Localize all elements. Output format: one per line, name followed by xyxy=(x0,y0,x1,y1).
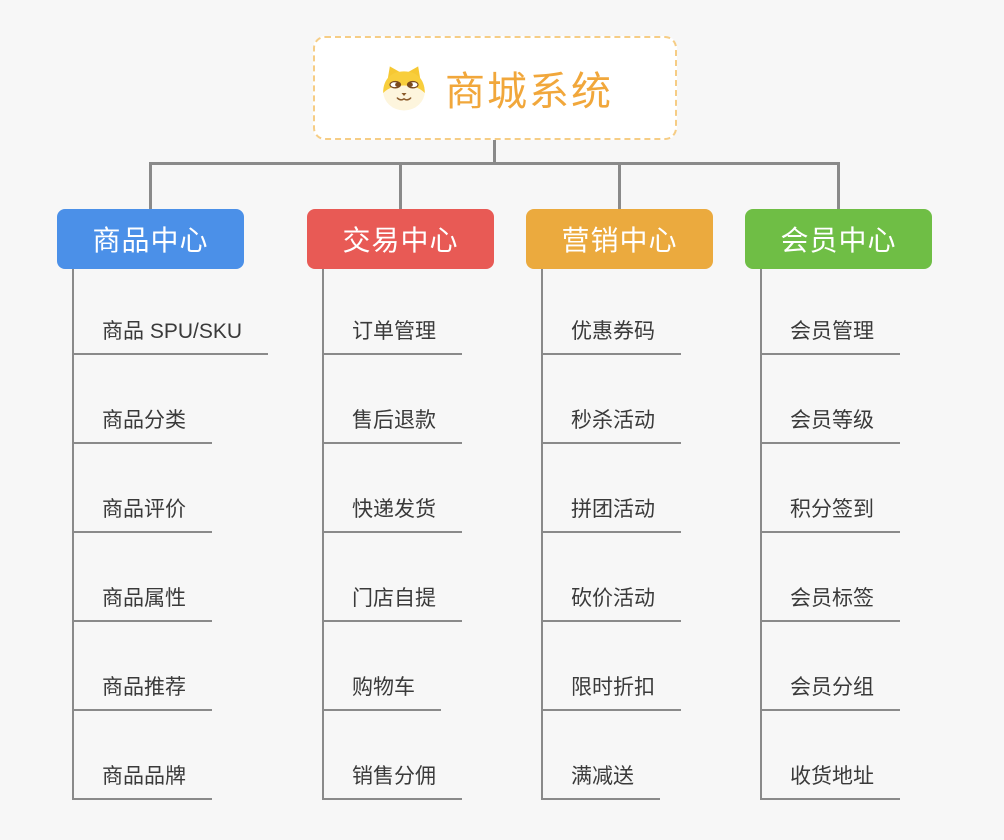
tree-node[interactable]: 优惠券码 xyxy=(526,269,681,355)
tree-node-label: 商品品牌 xyxy=(72,760,212,800)
tree-node-label: 销售分佣 xyxy=(322,760,462,800)
tree-node-label: 优惠券码 xyxy=(541,315,681,355)
tree-node[interactable]: 积分签到 xyxy=(745,444,900,533)
tree-node-label: 积分签到 xyxy=(760,493,900,533)
branch-2: 交易中心订单管理售后退款快递发货门店自提购物车销售分佣 xyxy=(307,209,547,809)
tree-node[interactable]: 商品评价 xyxy=(57,444,268,533)
branch-spine-line xyxy=(322,269,324,800)
tree-node[interactable]: 商品 SPU/SKU xyxy=(57,269,269,355)
tree-node[interactable]: 商品品牌 xyxy=(57,711,268,800)
tree-node[interactable]: 销售分佣 xyxy=(307,711,462,800)
tree-node[interactable]: 收货地址 xyxy=(745,711,900,800)
tree-node-label: 商品 SPU/SKU xyxy=(72,315,269,355)
tree-node-label: 会员标签 xyxy=(760,582,900,622)
branch-spine-line xyxy=(760,269,762,800)
tree-node-label: 商品评价 xyxy=(72,493,212,533)
tree-node[interactable]: 门店自提 xyxy=(307,533,462,622)
branch-items: 订单管理售后退款快递发货门店自提购物车销售分佣 xyxy=(307,269,462,800)
tree-node[interactable]: 拼团活动 xyxy=(526,444,681,533)
doge-icon xyxy=(383,66,425,111)
tree-node[interactable]: 购物车 xyxy=(307,622,462,711)
branch-4: 会员中心会员管理会员等级积分签到会员标签会员分组收货地址 xyxy=(745,209,985,809)
branch-items: 会员管理会员等级积分签到会员标签会员分组收货地址 xyxy=(745,269,900,800)
tree-node-label: 商品属性 xyxy=(72,582,212,622)
tree-node[interactable]: 商品属性 xyxy=(57,533,268,622)
tree-node-label: 门店自提 xyxy=(322,582,462,622)
tree-node[interactable]: 限时折扣 xyxy=(526,622,681,711)
connector-drop-2 xyxy=(399,162,402,209)
tree-node[interactable]: 会员管理 xyxy=(745,269,900,355)
branch-spine-line xyxy=(72,269,74,800)
branch-3: 营销中心优惠券码秒杀活动拼团活动砍价活动限时折扣满减送 xyxy=(526,209,766,809)
tree-node-label: 秒杀活动 xyxy=(541,404,681,444)
branch-1: 商品中心商品 SPU/SKU 商品分类商品评价商品属性商品推荐商品品牌 xyxy=(57,209,297,809)
tree-node-label: 商品分类 xyxy=(72,404,212,444)
tree-node[interactable]: 快递发货 xyxy=(307,444,462,533)
connector-root-stem xyxy=(493,140,496,163)
tree-node[interactable]: 满减送 xyxy=(526,711,681,800)
tree-node-label: 拼团活动 xyxy=(541,493,681,533)
branch-items: 优惠券码秒杀活动拼团活动砍价活动限时折扣满减送 xyxy=(526,269,681,800)
tree-node[interactable]: 秒杀活动 xyxy=(526,355,681,444)
tree-node[interactable]: 会员等级 xyxy=(745,355,900,444)
tree-node-label: 商品推荐 xyxy=(72,671,212,711)
branch-label: 营销中心 xyxy=(561,225,678,256)
tree-node-label: 购物车 xyxy=(322,671,441,711)
tree-node[interactable]: 会员分组 xyxy=(745,622,900,711)
root-node[interactable]: 商城系统 xyxy=(313,36,677,140)
tree-node-label: 会员等级 xyxy=(760,404,900,444)
tree-node-label: 限时折扣 xyxy=(541,671,681,711)
branch-label: 商品中心 xyxy=(92,225,209,256)
branch-label: 会员中心 xyxy=(780,225,897,256)
branch-spine-line xyxy=(541,269,543,800)
tree-node-label: 收货地址 xyxy=(760,760,900,800)
branch-items: 商品 SPU/SKU 商品分类商品评价商品属性商品推荐商品品牌 xyxy=(57,269,269,800)
root-title: 商城系统 xyxy=(445,70,613,114)
branch-node[interactable]: 营销中心 xyxy=(526,209,713,269)
tree-node[interactable]: 售后退款 xyxy=(307,355,462,444)
tree-node[interactable]: 订单管理 xyxy=(307,269,462,355)
branch-node[interactable]: 商品中心 xyxy=(57,209,244,269)
tree-node-label: 快递发货 xyxy=(322,493,462,533)
tree-node[interactable]: 商品分类 xyxy=(57,355,268,444)
connector-drop-3 xyxy=(618,162,621,209)
branch-node[interactable]: 会员中心 xyxy=(745,209,932,269)
branch-label: 交易中心 xyxy=(342,225,459,256)
tree-node-label: 会员管理 xyxy=(760,315,900,355)
branch-node[interactable]: 交易中心 xyxy=(307,209,494,269)
tree-node-label: 售后退款 xyxy=(322,404,462,444)
tree-node-label: 订单管理 xyxy=(322,315,462,355)
connector-rail xyxy=(149,162,840,165)
tree-node-label: 满减送 xyxy=(541,760,660,800)
tree-node-label: 会员分组 xyxy=(760,671,900,711)
tree-node-label: 砍价活动 xyxy=(541,582,681,622)
tree-node[interactable]: 会员标签 xyxy=(745,533,900,622)
tree-node[interactable]: 商品推荐 xyxy=(57,622,268,711)
tree-node[interactable]: 砍价活动 xyxy=(526,533,681,622)
connector-drop-1 xyxy=(149,162,152,209)
connector-drop-4 xyxy=(837,162,840,209)
